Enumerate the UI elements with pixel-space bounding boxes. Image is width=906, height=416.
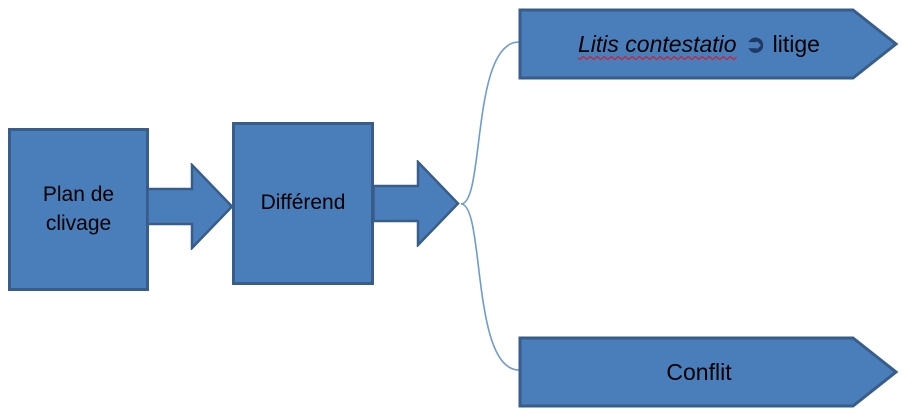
conflit-text: Conflit [666,358,732,385]
block-arrow-2-shape [372,160,460,247]
block-arrow-1-shape [146,163,234,250]
litis-contestatio-text: Litis contestatio [578,30,737,57]
banner-arrow-litis [518,8,899,80]
brace-lower-curve [460,203,520,371]
block-arrow-2 [372,160,460,247]
brace-connector [460,41,520,371]
banner-arrow-conflit-label: Conflit [520,336,878,408]
box-plan-de-clivage: Plan de clivage [8,128,149,291]
litige-text: litige [772,30,820,57]
box-differend-label: Différend [260,191,346,215]
box-differend: Différend [232,122,374,285]
banner-arrow-conflit-shape [518,336,899,408]
banner-arrow-litis-label: Litis contestatio ➲ litige [520,8,878,80]
brace-upper-curve [460,41,520,205]
box-plan-de-clivage-label: Plan de clivage [42,183,115,235]
banner-arrow-conflit [518,336,899,408]
block-arrow-1 [146,163,234,250]
curved-arrow-icon: ➲ [745,30,766,58]
banner-arrow-litis-shape [518,8,899,80]
